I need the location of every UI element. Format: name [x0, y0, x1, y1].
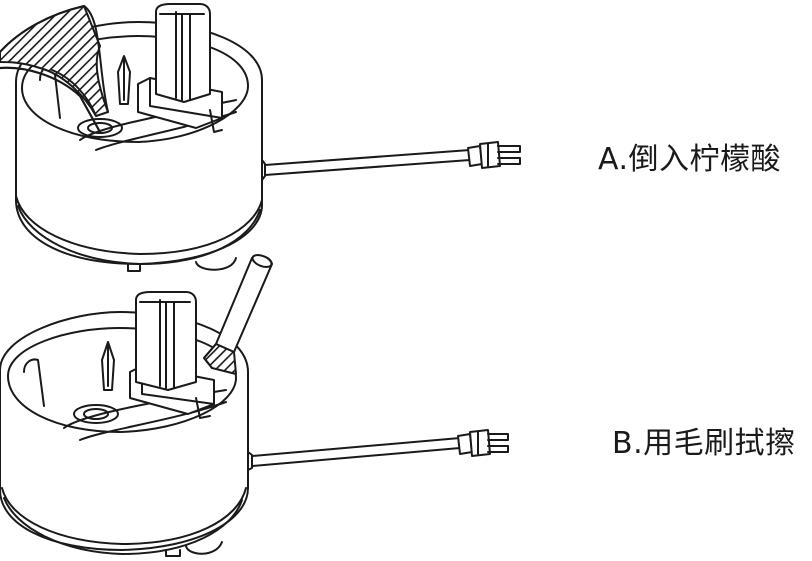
power-plug-b — [247, 429, 509, 471]
step-b-label: B.用毛刷拭擦 — [612, 426, 796, 461]
step-a-label: A.倒入柠檬酸 — [598, 142, 782, 177]
citric-acid-container — [0, 5, 109, 134]
power-plug-a — [261, 141, 521, 181]
appliance-base-b — [0, 291, 249, 557]
cleaning-brush — [203, 254, 273, 375]
